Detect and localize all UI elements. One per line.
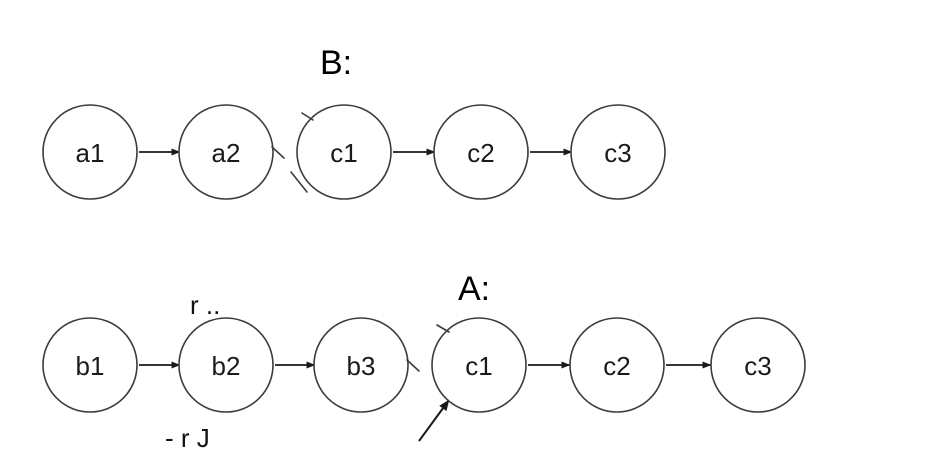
node-circle[interactable] xyxy=(710,317,806,413)
node-label: c1 xyxy=(330,138,357,168)
stray-marks-top xyxy=(271,112,314,193)
node-label: c3 xyxy=(604,138,631,168)
node-circle[interactable] xyxy=(42,317,138,413)
node-bot-c3[interactable]: c3 xyxy=(710,317,806,413)
node-top-c2[interactable]: c2 xyxy=(433,104,529,200)
node-circle[interactable] xyxy=(178,317,274,413)
node-label: b3 xyxy=(347,351,376,381)
node-circle[interactable] xyxy=(433,104,529,200)
stray-marks-bottom xyxy=(406,324,450,372)
node-bot-b1[interactable]: b1 xyxy=(42,317,138,413)
node-bot-b2[interactable]: b2 xyxy=(178,317,274,413)
node-label: c2 xyxy=(467,138,494,168)
node-circle[interactable] xyxy=(569,317,665,413)
group-label-a: A: xyxy=(458,270,490,308)
group-label-b: B: xyxy=(320,44,352,82)
node-top-c3[interactable]: c3 xyxy=(570,104,666,200)
node-bot-c2[interactable]: c2 xyxy=(569,317,665,413)
stray-stroke-a2-right xyxy=(271,146,285,159)
clipped-text-below-b2-group: - r J xyxy=(165,423,210,453)
node-group-top: a1 a2 c1 c2 c3 xyxy=(42,104,666,200)
node-label: b1 xyxy=(76,351,105,381)
node-label: c3 xyxy=(744,351,771,381)
node-label: a2 xyxy=(212,138,241,168)
edge-incoming-diagonal-c1 xyxy=(418,399,450,442)
clipped-text-below-b2: - r J xyxy=(165,423,210,453)
node-label: a1 xyxy=(76,138,105,168)
node-bot-b3[interactable]: b3 xyxy=(313,317,409,413)
node-circle[interactable] xyxy=(431,317,527,413)
node-bot-c1[interactable]: c1 xyxy=(431,317,527,413)
stray-stroke-c1-left-upper xyxy=(301,112,314,121)
node-circle[interactable] xyxy=(570,104,666,200)
node-circle[interactable] xyxy=(42,104,138,200)
node-circle[interactable] xyxy=(313,317,409,413)
node-top-c1[interactable]: c1 xyxy=(296,104,392,200)
node-circle[interactable] xyxy=(178,104,274,200)
stray-stroke-bot-c1-left-upper xyxy=(436,324,450,333)
node-label: c2 xyxy=(603,351,630,381)
node-top-a1[interactable]: a1 xyxy=(42,104,138,200)
stray-stroke-c1-left-lower xyxy=(290,171,308,193)
node-label: b2 xyxy=(212,351,241,381)
node-top-a2[interactable]: a2 xyxy=(178,104,274,200)
node-group-bottom: b1 b2 b3 c1 c2 c3 xyxy=(42,317,806,413)
node-circle[interactable] xyxy=(296,104,392,200)
node-label: c1 xyxy=(465,351,492,381)
stray-stroke-b3-right xyxy=(406,359,420,372)
clipped-text-above-b2: r .. xyxy=(190,290,220,320)
clipped-text-above-b2-group: r .. xyxy=(190,290,220,320)
